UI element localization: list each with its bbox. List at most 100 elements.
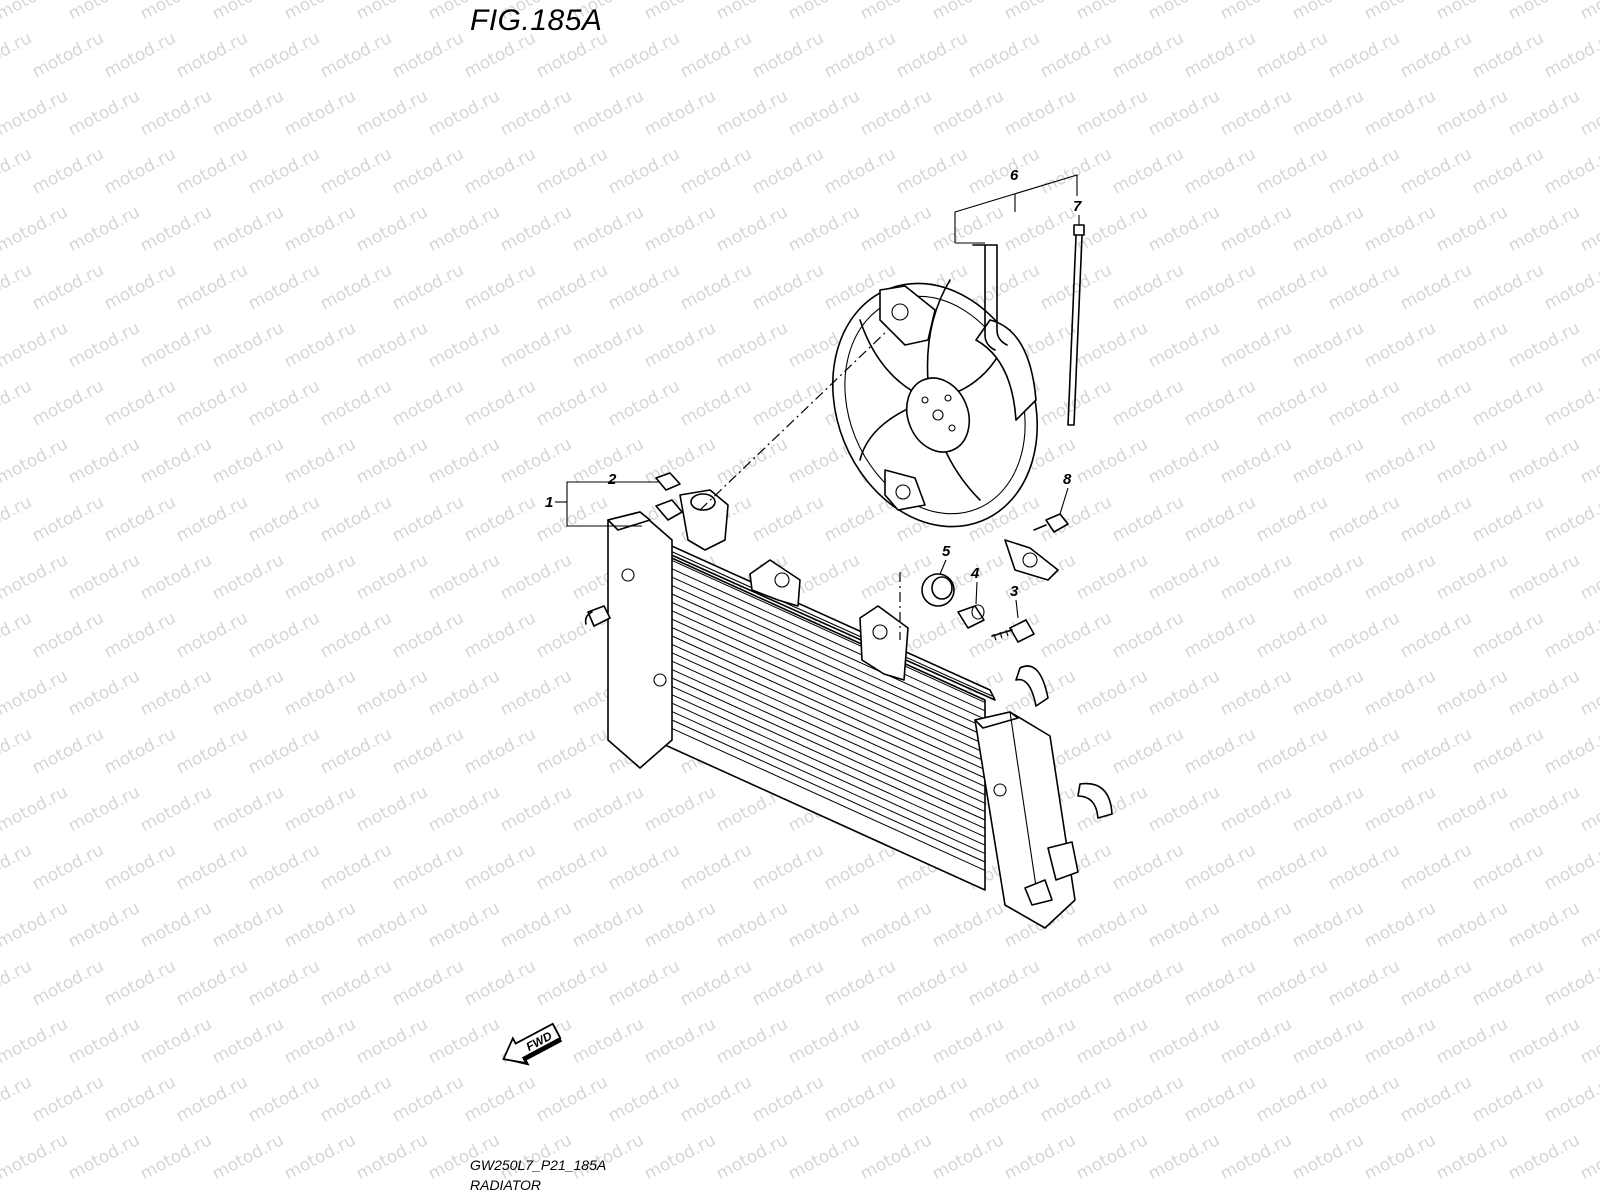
watermark-text: motod.ru xyxy=(65,1014,143,1068)
watermark-text: motod.ru xyxy=(1577,898,1600,952)
watermark-text: motod.ru xyxy=(1325,956,1403,1010)
watermark-text: motod.ru xyxy=(1505,86,1583,140)
watermark-text: motod.ru xyxy=(1469,608,1547,662)
watermark-text: motod.ru xyxy=(389,1072,467,1126)
watermark-text: motod.ru xyxy=(0,782,71,836)
watermark-text: motod.ru xyxy=(1289,1014,1367,1068)
watermark-text: motod.ru xyxy=(29,956,107,1010)
watermark-text: motod.ru xyxy=(1253,608,1331,662)
watermark-text: motod.ru xyxy=(1289,1130,1367,1184)
watermark-text: motod.ru xyxy=(1577,86,1600,140)
radiator-fin xyxy=(671,635,986,779)
watermark-text: motod.ru xyxy=(317,956,395,1010)
watermark-text: motod.ru xyxy=(1001,1130,1079,1184)
watermark-text: motod.ru xyxy=(569,318,647,372)
watermark-text: motod.ru xyxy=(1397,1072,1475,1126)
watermark-text: motod.ru xyxy=(209,550,287,604)
figure-title: FIG.185A xyxy=(470,4,603,37)
watermark-text: motod.ru xyxy=(1073,550,1151,604)
watermark-text: motod.ru xyxy=(137,318,215,372)
watermark-text: motod.ru xyxy=(353,898,431,952)
watermark-text: motod.ru xyxy=(1505,1130,1583,1184)
watermark-text: motod.ru xyxy=(317,724,395,778)
watermark-text: motod.ru xyxy=(281,898,359,952)
watermark-text: motod.ru xyxy=(749,260,827,314)
watermark-text: motod.ru xyxy=(353,434,431,488)
watermark-text: motod.ru xyxy=(0,0,71,24)
watermark-text: motod.ru xyxy=(0,318,71,372)
watermark-text: motod.ru xyxy=(209,666,287,720)
watermark-text: motod.ru xyxy=(1433,1130,1511,1184)
watermark-text: motod.ru xyxy=(353,202,431,256)
watermark-text: motod.ru xyxy=(0,202,71,256)
watermark-text: motod.ru xyxy=(569,86,647,140)
watermark-text: motod.ru xyxy=(569,1014,647,1068)
watermark-text: motod.ru xyxy=(1541,1072,1600,1126)
watermark-text: motod.ru xyxy=(65,898,143,952)
watermark-text: motod.ru xyxy=(1397,28,1475,82)
watermark-text: motod.ru xyxy=(101,260,179,314)
watermark-text: motod.ru xyxy=(821,28,899,82)
watermark-text: motod.ru xyxy=(677,956,755,1010)
watermark-text: motod.ru xyxy=(1577,1014,1600,1068)
watermark-text: motod.ru xyxy=(1541,956,1600,1010)
watermark-text: motod.ru xyxy=(137,550,215,604)
watermark-text: motod.ru xyxy=(1577,0,1600,24)
watermark-text: motod.ru xyxy=(713,86,791,140)
watermark-text: motod.ru xyxy=(1505,202,1583,256)
watermark-text: motod.ru xyxy=(497,434,575,488)
watermark-text: motod.ru xyxy=(425,434,503,488)
watermark-text: motod.ru xyxy=(929,1130,1007,1184)
watermark-text: motod.ru xyxy=(29,1072,107,1126)
watermark-text: motod.ru xyxy=(1397,956,1475,1010)
watermark-text: motod.ru xyxy=(1433,318,1511,372)
watermark-text: motod.ru xyxy=(533,260,611,314)
radiator-fin xyxy=(671,652,986,796)
watermark-text: motod.ru xyxy=(389,492,467,546)
watermark-text: motod.ru xyxy=(1109,376,1187,430)
watermark-text: motod.ru xyxy=(1433,550,1511,604)
callout-2: 2 xyxy=(607,471,617,488)
watermark-text: motod.ru xyxy=(0,898,71,952)
watermark-text: motod.ru xyxy=(1361,1014,1439,1068)
watermark-text: motod.ru xyxy=(173,840,251,894)
watermark-text: motod.ru xyxy=(389,724,467,778)
watermark-text: motod.ru xyxy=(605,840,683,894)
radiator-fin xyxy=(671,601,986,745)
watermark-text: motod.ru xyxy=(1253,956,1331,1010)
watermark-text: motod.ru xyxy=(29,260,107,314)
watermark-text: motod.ru xyxy=(1289,898,1367,952)
watermark-text: motod.ru xyxy=(533,376,611,430)
watermark-text: motod.ru xyxy=(749,1072,827,1126)
watermark-text: motod.ru xyxy=(1577,666,1600,720)
watermark-text: motod.ru xyxy=(1217,86,1295,140)
watermark-text: motod.ru xyxy=(641,1130,719,1184)
watermark-text: motod.ru xyxy=(605,260,683,314)
watermark-text: motod.ru xyxy=(1217,0,1295,24)
watermark-text: motod.ru xyxy=(1325,1072,1403,1126)
watermark-text: motod.ru xyxy=(1001,202,1079,256)
watermark-text: motod.ru xyxy=(1469,492,1547,546)
watermark-text: motod.ru xyxy=(29,492,107,546)
watermark-text: motod.ru xyxy=(785,1130,863,1184)
watermark-text: motod.ru xyxy=(137,0,215,24)
watermark-text: motod.ru xyxy=(1361,434,1439,488)
watermark-text: motod.ru xyxy=(1037,956,1115,1010)
watermark-text: motod.ru xyxy=(1469,1072,1547,1126)
watermark-text: motod.ru xyxy=(785,202,863,256)
watermark-text: motod.ru xyxy=(677,840,755,894)
watermark-text: motod.ru xyxy=(677,1072,755,1126)
watermark-text: motod.ru xyxy=(353,782,431,836)
watermark-text: motod.ru xyxy=(857,202,935,256)
watermark-text: motod.ru xyxy=(677,144,755,198)
watermark-text: motod.ru xyxy=(713,1014,791,1068)
watermark-text: motod.ru xyxy=(281,1130,359,1184)
watermark-text: motod.ru xyxy=(65,1130,143,1184)
watermark-text: motod.ru xyxy=(1253,1072,1331,1126)
watermark-text: motod.ru xyxy=(641,898,719,952)
watermark-text: motod.ru xyxy=(1145,550,1223,604)
watermark-text: motod.ru xyxy=(1541,492,1600,546)
watermark-text: motod.ru xyxy=(929,86,1007,140)
watermark-text: motod.ru xyxy=(173,1072,251,1126)
watermark-text: motod.ru xyxy=(425,202,503,256)
